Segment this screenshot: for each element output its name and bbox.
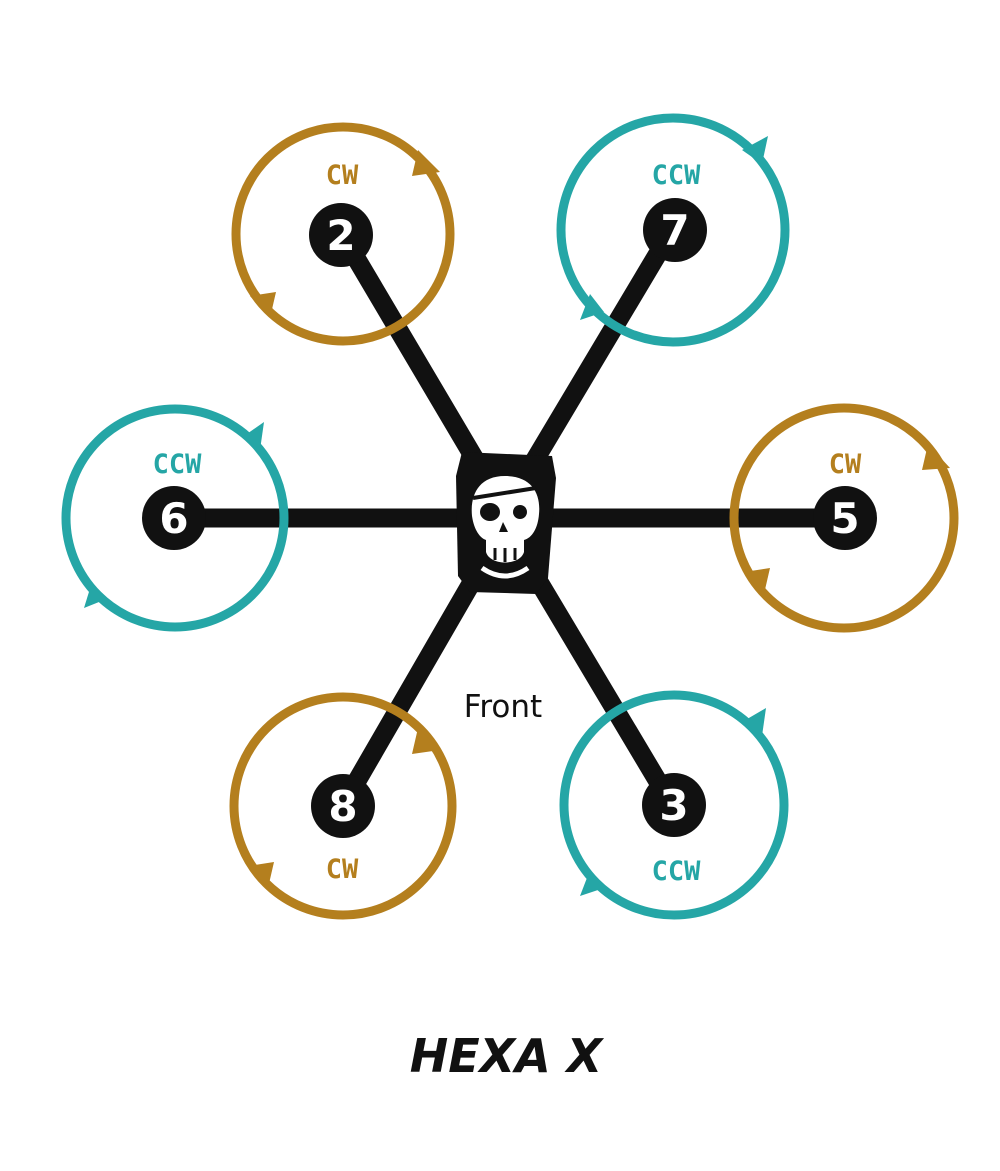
motor-3: 3 (642, 773, 706, 837)
rotation-label-motor-8: CW (326, 854, 359, 885)
motor-5: 5 (813, 486, 877, 550)
rotation-labels: CW CCW CCW CW CW CCW (153, 160, 862, 887)
ring-motor-3 (559, 690, 789, 920)
motor-2: 2 (309, 203, 373, 267)
ring-motor-8 (229, 692, 457, 920)
motor-number-7: 7 (660, 206, 689, 255)
motor-hubs: 2 7 6 5 8 3 (142, 198, 877, 838)
skull-eyepatch-icon (471, 476, 540, 579)
motor-8: 8 (311, 774, 375, 838)
front-label: Front (464, 689, 542, 725)
motor-number-8: 8 (328, 782, 357, 831)
motor-6: 6 (142, 486, 206, 550)
ring-motor-7 (556, 113, 790, 347)
page-title: HEXA X (410, 1029, 605, 1083)
motor-number-6: 6 (159, 494, 188, 543)
rotation-rings (61, 113, 959, 920)
ring-motor-2 (231, 122, 455, 346)
center-body (456, 452, 556, 594)
motor-number-3: 3 (659, 781, 688, 830)
motor-number-2: 2 (326, 211, 355, 260)
motor-7: 7 (643, 198, 707, 262)
ring-motor-5 (729, 403, 959, 633)
rotation-label-motor-5: CW (829, 449, 862, 480)
rotation-label-motor-3: CCW (652, 856, 702, 887)
rotation-label-motor-6: CCW (153, 449, 203, 480)
ring-motor-6 (61, 404, 289, 632)
rotation-label-motor-2: CW (326, 160, 359, 191)
motor-number-5: 5 (830, 494, 859, 543)
rotation-label-motor-7: CCW (652, 160, 702, 191)
